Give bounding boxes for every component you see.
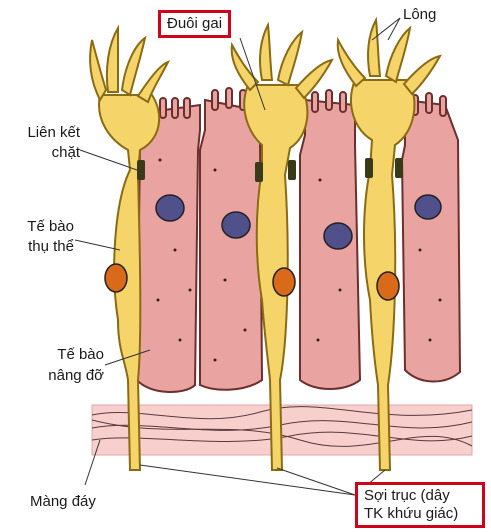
tight-junction-label-line1: Liên kết xyxy=(27,124,80,141)
receptor-nucleus xyxy=(376,271,400,301)
dendritic-knob xyxy=(89,24,171,104)
support-cell xyxy=(135,103,201,393)
axon-label: Sợi trục (dây TK khứu giác) xyxy=(355,482,485,528)
receptor-cell-label-line1: Tế bào xyxy=(27,218,74,235)
dendritic-knob xyxy=(230,21,334,100)
support-nucleus xyxy=(155,194,185,222)
basement-membrane-label: Màng đáy xyxy=(30,493,96,510)
tight-junction-label-line2: chặt xyxy=(51,144,80,161)
receptor-cell xyxy=(98,94,161,471)
support-nucleus xyxy=(221,211,251,239)
dendritic-knob xyxy=(336,16,442,96)
axon-label-line2: TK khứu giác) xyxy=(364,505,459,522)
receptor-cells xyxy=(89,16,442,471)
support-nucleus xyxy=(414,194,442,220)
support-nucleus xyxy=(323,222,353,250)
support-cells xyxy=(135,87,462,393)
receptor-nucleus xyxy=(272,267,296,297)
receptor-nucleus xyxy=(104,263,128,293)
receptor-cell-label-line2: thụ thể xyxy=(28,238,74,255)
cilia-label: Lông xyxy=(403,6,437,23)
axon-label-line1: Sợi trục (dây xyxy=(364,487,450,504)
support-cell xyxy=(199,98,264,391)
support-cell xyxy=(400,98,462,383)
support-cell-label-line1: Tế bào xyxy=(57,346,104,363)
support-cell-label-line2: nâng đỡ xyxy=(48,367,104,384)
dendrite-label: Đuôi gai xyxy=(158,10,232,38)
